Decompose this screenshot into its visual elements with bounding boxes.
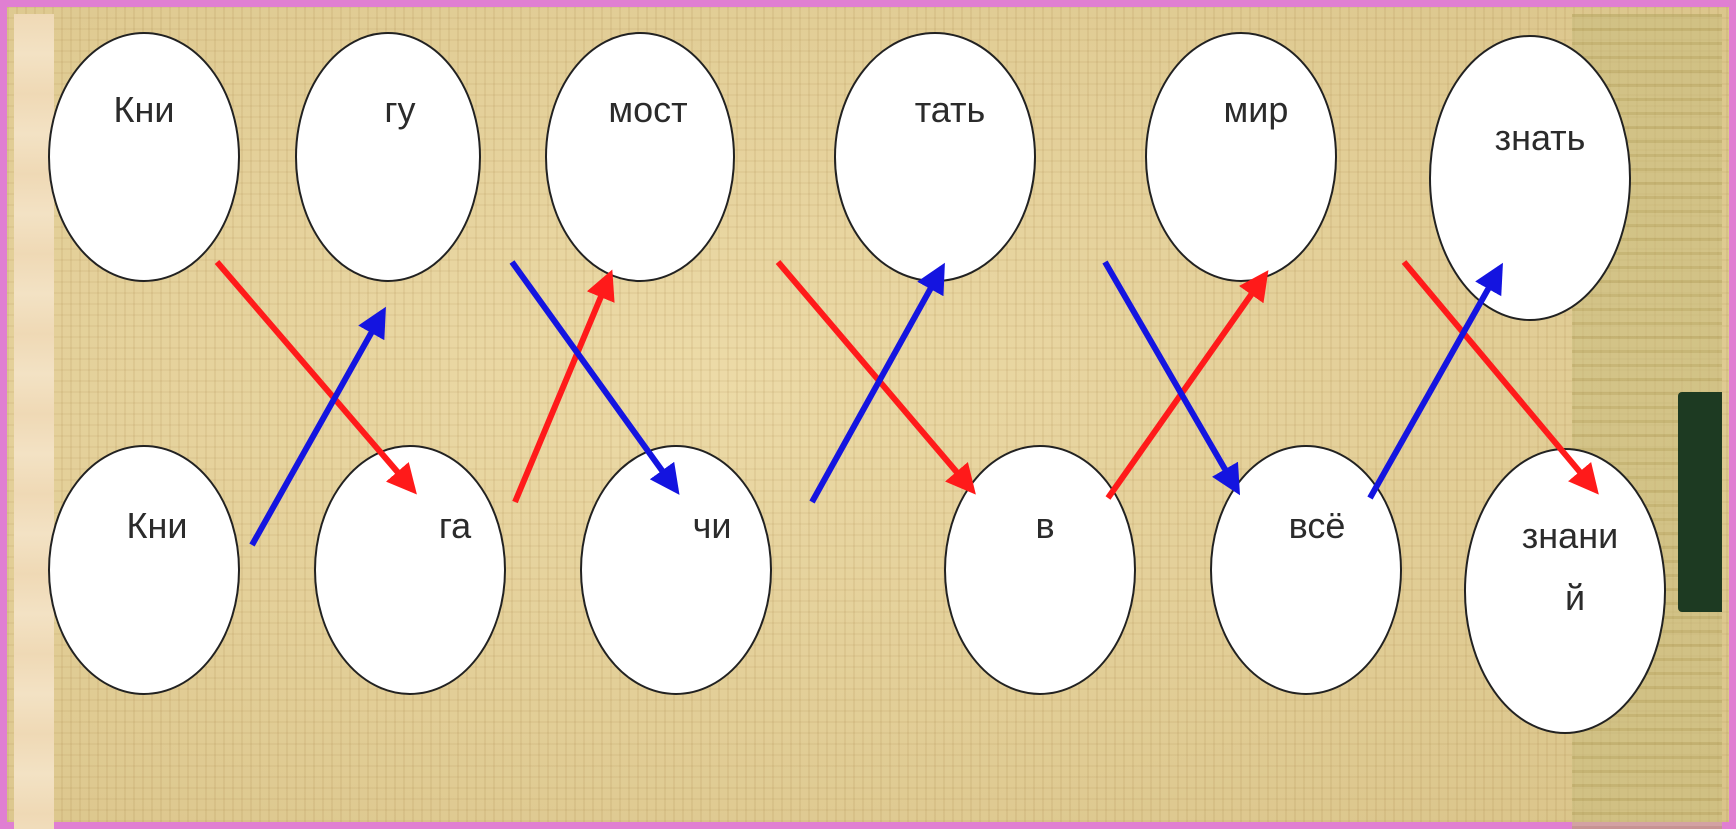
top-syllable-1: Кни	[114, 89, 175, 130]
top-bubble-5: мир	[1145, 32, 1337, 282]
arrow-tat-to-vse	[1102, 260, 1241, 496]
arrow-most-to-v	[775, 260, 976, 495]
bottom-syllable-2: га	[439, 505, 472, 546]
bottom-bubble-2: га	[314, 445, 506, 695]
bottom-bubble-4: в	[944, 445, 1136, 695]
top-bubble-1: Кни	[48, 32, 240, 282]
arrow-ga-to-most	[512, 269, 615, 504]
bottom-bubble-1: Кни	[48, 445, 240, 695]
top-bubble-2: гу	[295, 32, 481, 282]
book-decoration	[1678, 392, 1722, 612]
bottom-syllable-6-line-2: й	[1565, 577, 1585, 618]
bottom-syllable-3: чи	[693, 505, 732, 546]
arrow-mir-to-znaniy	[1401, 260, 1599, 495]
bottom-syllable-4: в	[1035, 505, 1054, 546]
bottom-bubble-3: чи	[580, 445, 772, 695]
top-syllable-3: мост	[608, 89, 687, 130]
bottom-bubble-6: знани й	[1464, 448, 1666, 734]
arrow-v-to-mir	[1105, 270, 1269, 500]
arrow-vse-to-znat	[1367, 262, 1503, 500]
top-syllable-5: мир	[1224, 89, 1289, 130]
bottom-syllable-1: Кни	[127, 505, 188, 546]
bottom-syllable-6-line-1: знани	[1522, 515, 1618, 556]
bottom-syllable-5: всё	[1289, 505, 1346, 546]
top-syllable-2: гу	[384, 89, 415, 130]
top-bubble-6: знать	[1429, 35, 1631, 321]
top-syllable-6: знать	[1495, 117, 1586, 158]
arrow-chi-to-tat	[809, 262, 945, 504]
arrow-kni-to-ga	[214, 260, 417, 495]
top-bubble-3: мост	[545, 32, 735, 282]
arrow-gu-to-chi	[509, 260, 680, 495]
arrow-kni-to-gu	[249, 306, 386, 547]
top-syllable-4: тать	[915, 89, 986, 130]
top-bubble-4: тать	[834, 32, 1036, 282]
bottom-bubble-5: всё	[1210, 445, 1402, 695]
left-ornament-border	[14, 14, 54, 829]
